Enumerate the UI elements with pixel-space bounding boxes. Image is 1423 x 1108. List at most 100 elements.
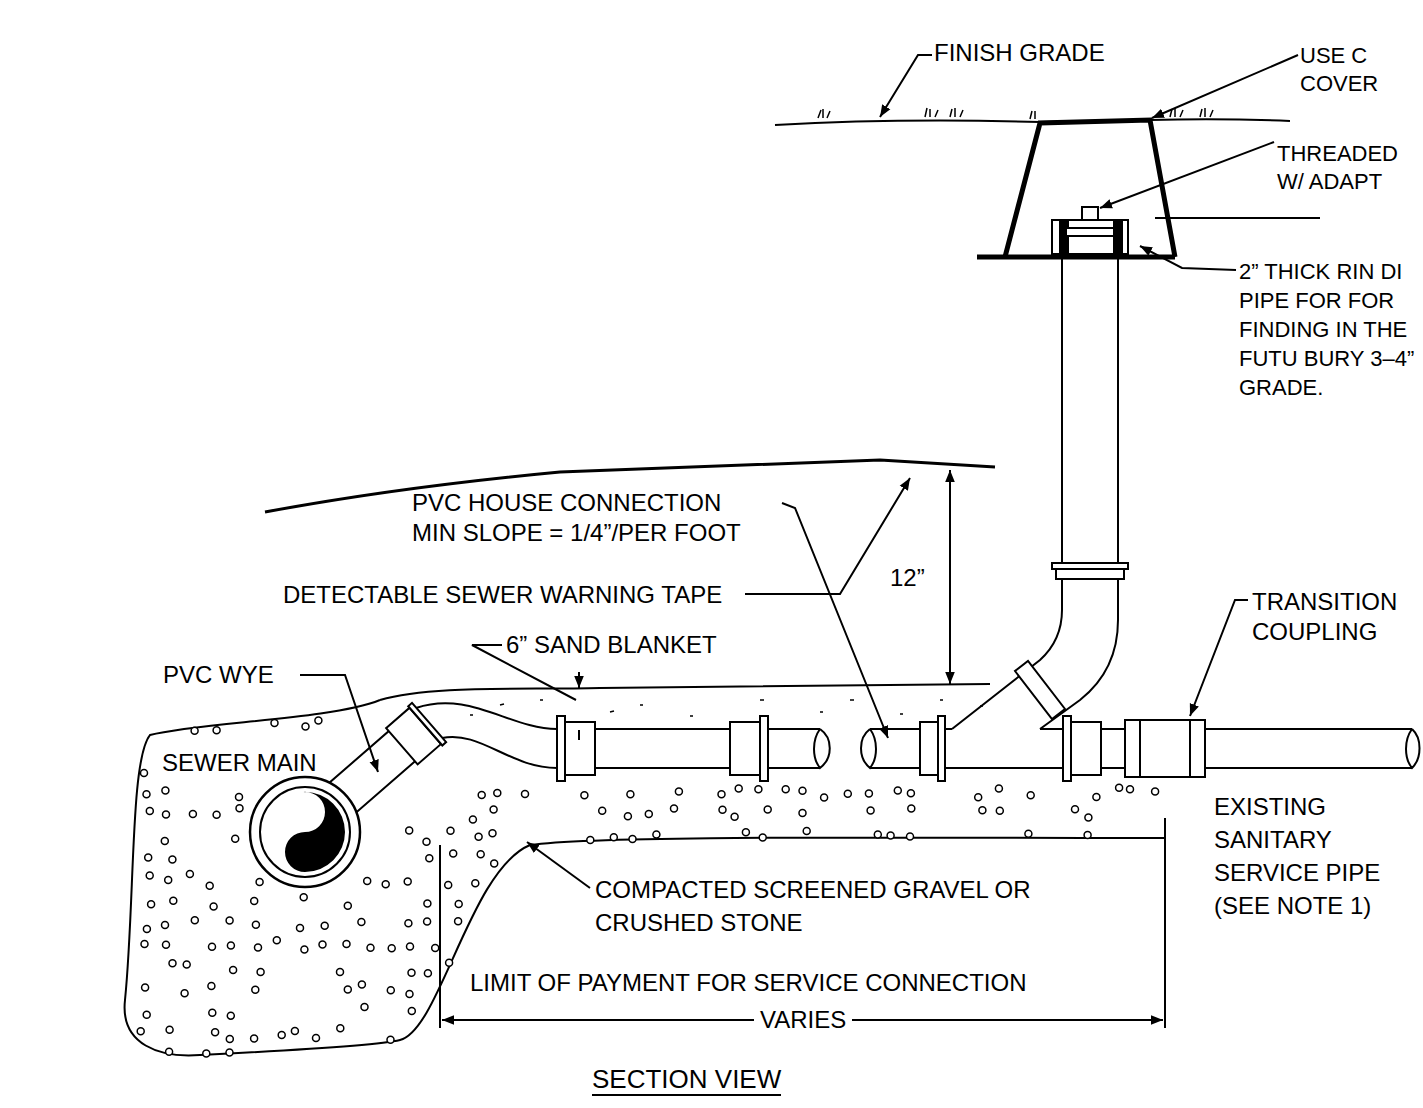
gravel-dot	[581, 792, 588, 799]
gravel-dot	[645, 811, 652, 818]
gravel-dot	[799, 787, 806, 794]
pipe-joint	[557, 716, 565, 781]
sewer-main	[250, 777, 360, 887]
gravel-dot	[141, 941, 148, 948]
pipe-break	[1406, 729, 1420, 768]
gravel-dot	[587, 837, 594, 844]
dimension-line	[949, 470, 951, 684]
riser-bell	[1056, 569, 1124, 579]
house-connection-pipe	[442, 737, 557, 768]
gravel-dot	[675, 788, 682, 795]
gravel-dot	[183, 961, 190, 968]
leader-line	[782, 503, 888, 738]
gravel-dot	[718, 791, 725, 798]
gravel-dot	[894, 787, 901, 794]
gravel-dot	[867, 807, 874, 814]
gravel-dot	[301, 946, 308, 953]
leader-line	[578, 672, 580, 688]
gravel-dot	[146, 807, 153, 814]
gravel-dot	[358, 981, 365, 988]
sewer-main-symbol	[285, 792, 345, 872]
gravel-dot	[719, 806, 726, 813]
gravel-dot	[169, 960, 176, 967]
gravel-dot	[455, 901, 462, 908]
gravel-dot	[344, 986, 351, 993]
gravel-dot	[137, 1028, 144, 1035]
pipe-bell	[1071, 722, 1101, 775]
gravel-dot	[191, 727, 198, 734]
gravel-dot	[907, 790, 914, 797]
gravel-dot	[206, 882, 213, 889]
gravel-dot	[490, 806, 497, 813]
gravel-dot	[278, 1032, 285, 1039]
gravel-dot	[407, 943, 414, 950]
gravel-dot	[1116, 784, 1123, 791]
sand-blanket-line	[380, 684, 990, 700]
gravel-dot	[143, 925, 150, 932]
gravel-dot	[367, 944, 374, 951]
gravel-dot	[271, 719, 278, 726]
gravel-dot	[975, 794, 982, 801]
gravel-dot	[799, 809, 806, 816]
gravel-dot	[388, 945, 395, 952]
pipe-joint	[1063, 716, 1071, 781]
gravel-dot	[209, 1009, 216, 1016]
dimension-text: 12”	[890, 563, 925, 593]
gravel-dot	[145, 854, 152, 861]
gravel-dot	[227, 942, 234, 949]
gravel-dot	[191, 917, 198, 924]
dimension-extension	[440, 818, 1165, 1028]
gravel-dot	[406, 827, 413, 834]
gravel-dot	[181, 990, 188, 997]
gravel-dot	[1025, 830, 1032, 837]
gravel-dot	[494, 789, 501, 796]
gravel-dot	[226, 1036, 233, 1043]
gravel-dot	[821, 794, 828, 801]
callout-text: THREADED W/ ADAPT	[1277, 140, 1417, 196]
dimension-text: LIMIT OF PAYMENT FOR SERVICE CONNECTION	[470, 968, 1027, 998]
gravel-dot	[627, 791, 634, 798]
threaded-plug	[1082, 207, 1098, 220]
gravel-dot	[186, 871, 193, 878]
gravel-bedding-outline	[125, 700, 1165, 1055]
gravel-dot	[387, 1036, 394, 1043]
gravel-dot	[337, 1025, 344, 1032]
gravel-dot	[610, 834, 617, 841]
adapter	[1052, 220, 1128, 254]
callout-text: COMPACTED SCREENED GRAVEL OR CRUSHED STO…	[595, 873, 1095, 939]
pipe-break	[814, 729, 830, 768]
gravel-dot	[995, 785, 1002, 792]
gravel-dot	[165, 877, 172, 884]
gravel-dot	[735, 785, 742, 792]
gravel-dot	[1152, 788, 1159, 795]
gravel-dot	[979, 807, 986, 814]
gravel-dot	[1127, 786, 1134, 793]
gravel-dot	[865, 790, 872, 797]
sand-stipple	[470, 700, 983, 716]
gravel-dot	[489, 830, 496, 837]
gravel-dot	[212, 1029, 219, 1036]
gravel-dot	[251, 897, 258, 904]
gravel-dot	[491, 860, 498, 867]
leader-line	[1100, 142, 1274, 208]
gravel-dots	[137, 717, 1158, 1057]
callout-text: EXISTING SANITARY SERVICE PIPE (SEE NOTE…	[1214, 790, 1414, 922]
gravel-dot	[887, 832, 894, 839]
gravel-dot	[424, 918, 431, 925]
leader-line	[880, 55, 932, 117]
gravel-dot	[469, 816, 476, 823]
house-connection-pipe	[557, 729, 820, 768]
callout-text: USE C COVER	[1300, 42, 1412, 98]
riser-top	[1066, 228, 1114, 236]
gravel-dot	[166, 1048, 173, 1055]
pipe-bell	[565, 722, 595, 775]
gravel-dot	[1027, 792, 1034, 799]
gravel-dot	[162, 787, 169, 794]
gravel-dot	[236, 793, 243, 800]
gravel-dot	[143, 1011, 150, 1018]
gravel-dot	[213, 727, 220, 734]
gravel-dot	[522, 791, 529, 798]
gravel-dot	[291, 1028, 298, 1035]
gravel-dot	[161, 837, 168, 844]
gravel-dot	[226, 917, 233, 924]
